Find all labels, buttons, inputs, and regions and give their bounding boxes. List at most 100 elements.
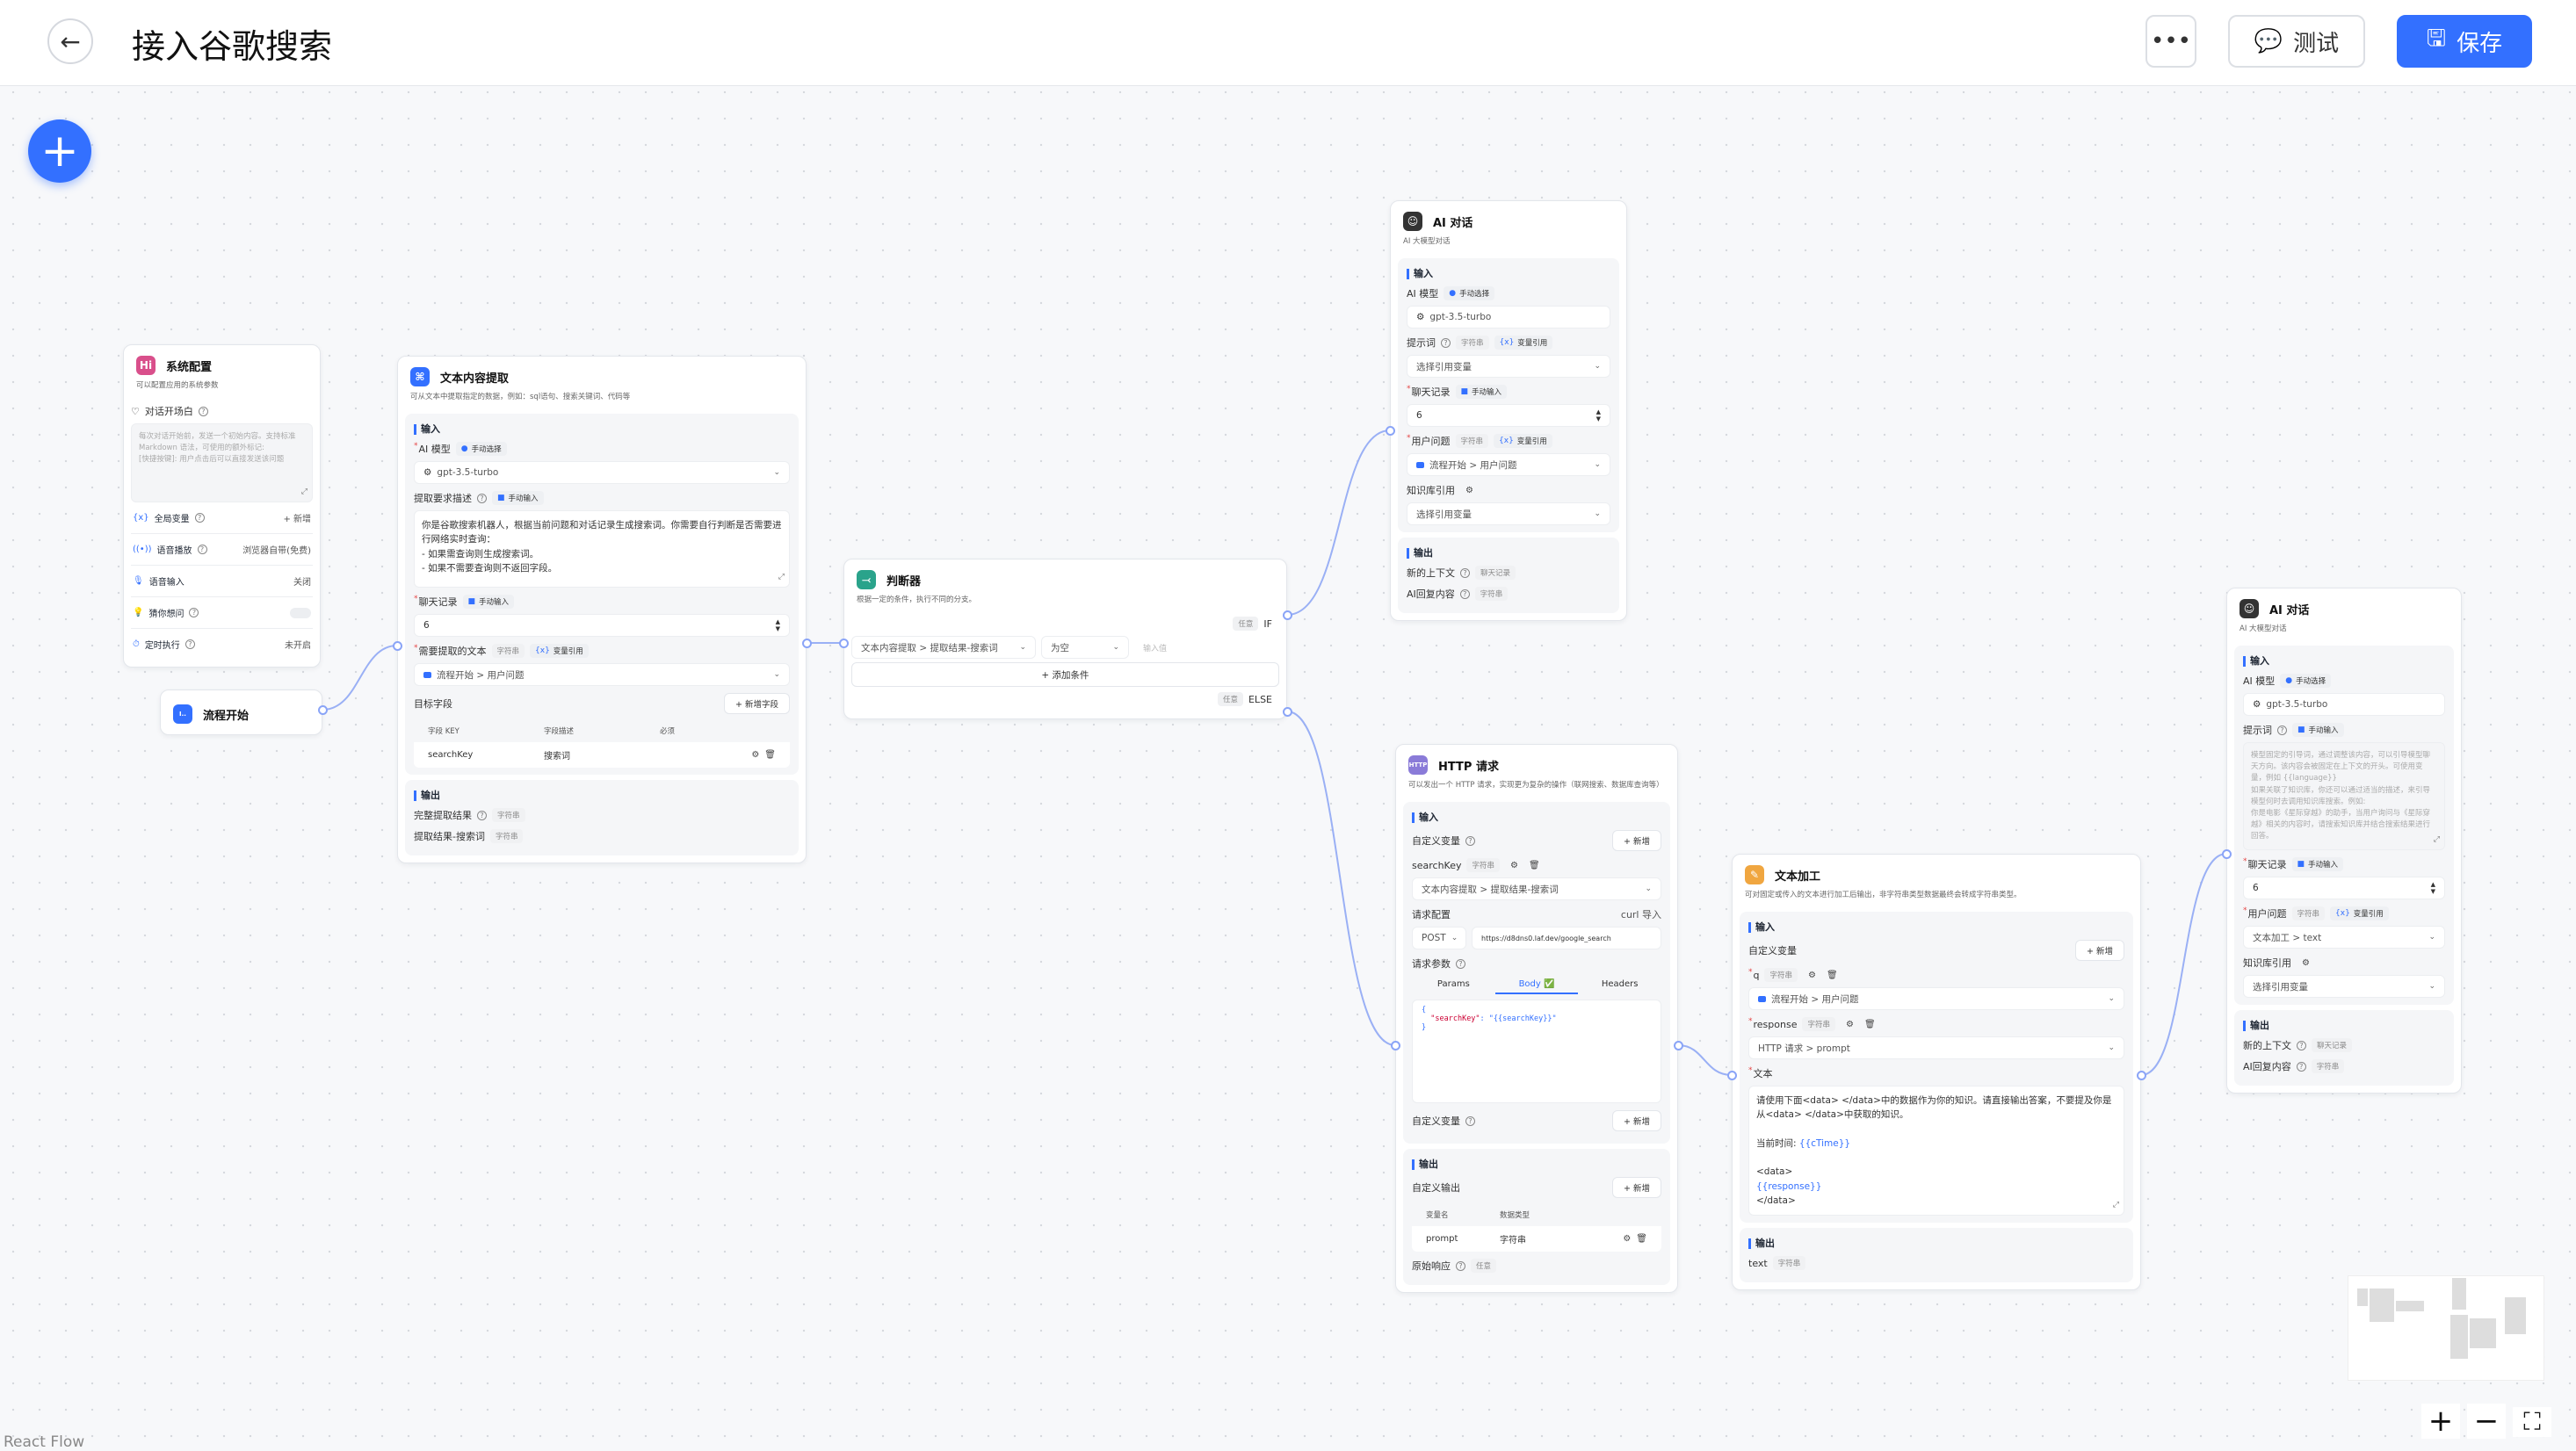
handle-judge-if[interactable] bbox=[1283, 610, 1292, 620]
select-field[interactable]: HTTP 请求 > prompt⌄ bbox=[1748, 1036, 2124, 1059]
tab-body[interactable]: Body ✅ bbox=[1494, 976, 1579, 994]
config-row-3[interactable]: ((•))语音播放?浏览器自带(免费) bbox=[131, 534, 313, 566]
number-input[interactable]: 6▲▼ bbox=[1407, 404, 1610, 427]
type-tag[interactable]: ■手动输入 bbox=[492, 491, 544, 505]
type-tag[interactable]: {x}变量引用 bbox=[1494, 336, 1553, 350]
config-value[interactable]: + 新增 bbox=[283, 515, 311, 524]
handle-extract-in[interactable] bbox=[393, 641, 402, 651]
handle-http-in[interactable] bbox=[1391, 1041, 1400, 1050]
edge-textproc-to-ai[interactable] bbox=[2140, 853, 2227, 1076]
back-button[interactable]: ← bbox=[47, 18, 93, 64]
type-tag[interactable]: {x}变量引用 bbox=[530, 644, 589, 658]
help-icon[interactable]: ? bbox=[1459, 588, 1470, 599]
text-area[interactable]: 你是谷歌搜索机器人，根据当前问题和对话记录生成搜索词。你需要自行判断是否需要进行… bbox=[414, 510, 790, 588]
help-icon[interactable]: ? bbox=[477, 810, 487, 820]
text-area[interactable]: 每次对话开始前，发送一个初始内容。支持标准 Markdown 语法，可使用的额外… bbox=[131, 423, 313, 502]
tab-params[interactable]: Params bbox=[1436, 979, 1470, 989]
help-icon[interactable]: ? bbox=[2277, 725, 2287, 735]
add-condition-button[interactable]: + 添加条件 bbox=[851, 662, 1279, 687]
add-node-button[interactable]: + bbox=[28, 119, 91, 183]
select-field[interactable]: 选择引用变量⌄ bbox=[2243, 975, 2445, 999]
more-button[interactable]: ••• bbox=[2145, 15, 2196, 68]
type-tag[interactable]: {x}变量引用 bbox=[1494, 434, 1552, 448]
gear-icon[interactable]: ⚙ bbox=[1465, 485, 1473, 495]
toggle-switch[interactable] bbox=[290, 607, 311, 618]
expand-icon[interactable]: ⤢ bbox=[778, 573, 785, 582]
type-tag[interactable]: ■手动输入 bbox=[1455, 385, 1508, 399]
help-icon[interactable]: ? bbox=[185, 639, 195, 649]
handle-ai2-in[interactable] bbox=[2222, 849, 2232, 859]
fit-view-button[interactable]: ⛶ bbox=[2513, 1407, 2551, 1437]
handle-ai1-in[interactable] bbox=[1386, 426, 1395, 436]
trash-icon[interactable]: 🗑 bbox=[1826, 970, 1838, 980]
select-field[interactable]: 选择引用变量⌄ bbox=[1407, 502, 1610, 525]
type-tag[interactable]: ●手动选择 bbox=[1444, 286, 1495, 300]
type-tag[interactable]: ■手动输入 bbox=[462, 595, 515, 609]
number-input[interactable]: 6▲▼ bbox=[414, 614, 790, 637]
handle-extract-out[interactable] bbox=[802, 639, 812, 648]
select-field[interactable]: 文本加工 > text⌄ bbox=[2243, 926, 2445, 949]
type-tag[interactable]: ■手动输入 bbox=[2291, 857, 2344, 872]
help-icon[interactable]: ? bbox=[1465, 835, 1475, 846]
type-tag[interactable]: ●手动选择 bbox=[2280, 674, 2332, 688]
tab-headers[interactable]: Headers bbox=[1601, 979, 1639, 989]
add-button[interactable]: + 新增 bbox=[2075, 940, 2124, 961]
handle-textproc-in[interactable] bbox=[1727, 1071, 1737, 1080]
node-extract[interactable]: ⌘文本内容提取可从文本中提取指定的数据，例如：sql语句、搜索关键词、代码等输入… bbox=[397, 356, 807, 863]
node-textproc[interactable]: ✎文本加工可对固定或传入的文本进行加工后输出，非字符串类型数据最终会转成字符串类… bbox=[1732, 854, 2141, 1291]
node-start[interactable]: I..流程开始 bbox=[160, 689, 322, 735]
config-row-2[interactable]: {x}全局变量?+ 新增 bbox=[131, 502, 313, 534]
condition-variable-select[interactable]: 文本内容提取 > 提取结果-搜索词⌄ bbox=[851, 636, 1036, 659]
expand-icon[interactable]: ⤢ bbox=[2112, 1201, 2119, 1210]
gear-icon[interactable]: ⚙ bbox=[1623, 1234, 1632, 1244]
edge-judge-else-to-http[interactable] bbox=[1286, 711, 1396, 1046]
handle-judge-else[interactable] bbox=[1283, 707, 1292, 717]
zoom-out-button[interactable]: − bbox=[2467, 1404, 2506, 1439]
help-icon[interactable]: ? bbox=[198, 406, 208, 416]
body-editor[interactable]: { "searchKey": "{{searchKey}}" } bbox=[1412, 1000, 1661, 1103]
add-button[interactable]: + 新增 bbox=[1612, 1177, 1661, 1198]
type-tag[interactable]: {x}变量引用 bbox=[2330, 906, 2389, 921]
save-button[interactable]: 🖫保存 bbox=[2397, 15, 2532, 68]
add-button[interactable]: + 新增字段 bbox=[724, 693, 790, 714]
type-tag[interactable]: ■手动输入 bbox=[2292, 723, 2344, 737]
expand-icon[interactable]: ⤢ bbox=[2433, 835, 2440, 845]
stepper-icon[interactable]: ▲▼ bbox=[1596, 408, 1601, 422]
edge-judge-if-to-ai[interactable] bbox=[1286, 430, 1391, 616]
config-row-5[interactable]: 💡猜你想问? bbox=[131, 597, 313, 629]
type-tag[interactable]: ●手动选择 bbox=[455, 442, 507, 456]
minimap[interactable] bbox=[2348, 1275, 2544, 1381]
help-icon[interactable]: ? bbox=[1456, 958, 1465, 969]
edge-http-to-textproc[interactable] bbox=[1677, 1044, 1733, 1076]
method-select[interactable]: POST⌄ bbox=[1412, 927, 1466, 949]
select-field[interactable]: ⚙gpt-3.5-turbo⌄ bbox=[414, 461, 790, 484]
handle-judge-in[interactable] bbox=[839, 639, 849, 648]
trash-icon[interactable]: 🗑 bbox=[1863, 1019, 1876, 1029]
help-icon[interactable]: ? bbox=[197, 545, 207, 554]
gear-icon[interactable]: ⚙ bbox=[1845, 1019, 1854, 1029]
select-field[interactable]: ⚙gpt-3.5-turbo bbox=[1407, 306, 1610, 328]
select-field[interactable]: 选择引用变量⌄ bbox=[1407, 355, 1610, 378]
url-input[interactable]: https://d8dns0.laf.dev/google_search bbox=[1472, 927, 1661, 949]
add-button[interactable]: + 新增 bbox=[1612, 830, 1661, 851]
test-button[interactable]: 💬测试 bbox=[2228, 15, 2365, 68]
help-icon[interactable]: ? bbox=[189, 608, 199, 617]
select-field[interactable]: 流程开始 > 用户问题⌄ bbox=[1748, 987, 2124, 1010]
help-icon[interactable]: ? bbox=[2296, 1061, 2306, 1072]
gear-icon[interactable]: ⚙ bbox=[1510, 860, 1518, 870]
help-icon[interactable]: ? bbox=[194, 513, 205, 523]
trash-icon[interactable]: 🗑 bbox=[1528, 860, 1540, 870]
config-value[interactable]: 浏览器自带(免费) bbox=[242, 546, 311, 556]
help-icon[interactable]: ? bbox=[1456, 1260, 1465, 1271]
condition-operator-select[interactable]: 为空⌄ bbox=[1041, 636, 1129, 659]
gear-icon[interactable]: ⚙ bbox=[751, 750, 760, 760]
gear-icon[interactable]: ⚙ bbox=[1808, 970, 1816, 980]
handle-start-out[interactable] bbox=[318, 705, 328, 715]
config-row-6[interactable]: ⏱定时执行?未开启 bbox=[131, 629, 313, 660]
config-value[interactable]: 未开启 bbox=[285, 641, 311, 651]
trash-icon[interactable]: 🗑 bbox=[764, 750, 776, 760]
